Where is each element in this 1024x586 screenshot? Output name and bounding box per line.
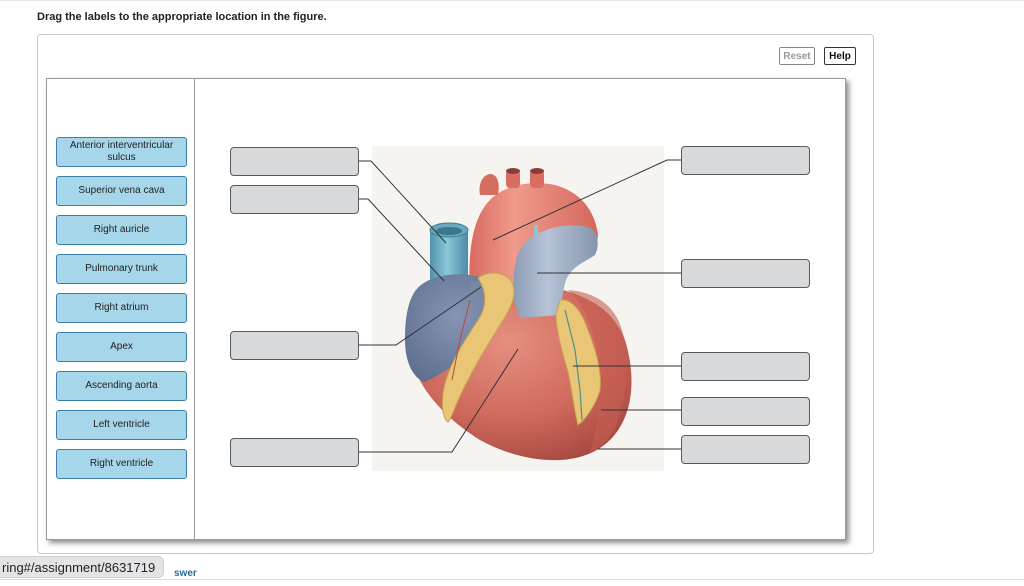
- label-pulmonary-trunk[interactable]: Pulmonary trunk: [56, 254, 187, 284]
- top-divider: [0, 0, 1024, 1]
- answer-link-partial[interactable]: swer: [174, 569, 197, 579]
- heart-figure: [372, 146, 664, 471]
- label-superior-vena-cava[interactable]: Superior vena cava: [56, 176, 187, 206]
- drop-target-right-4[interactable]: [681, 397, 810, 426]
- label-right-auricle[interactable]: Right auricle: [56, 215, 187, 245]
- status-url-tooltip: ring#/assignment/8631719: [0, 556, 165, 578]
- instructions-text: Drag the labels to the appropriate locat…: [37, 11, 327, 23]
- label-anterior-interventricular-sulcus[interactable]: Anterior interventricular sulcus: [56, 137, 187, 167]
- reset-button[interactable]: Reset: [779, 47, 815, 65]
- drop-target-right-5[interactable]: [681, 435, 810, 464]
- label-apex[interactable]: Apex: [56, 332, 187, 362]
- drop-target-right-1[interactable]: [681, 146, 810, 175]
- label-ascending-aorta[interactable]: Ascending aorta: [56, 371, 187, 401]
- label-left-ventricle[interactable]: Left ventricle: [56, 410, 187, 440]
- label-bank: Anterior interventricular sulcus Superio…: [47, 79, 195, 539]
- drop-target-left-3[interactable]: [230, 331, 359, 360]
- drop-target-right-3[interactable]: [681, 352, 810, 381]
- drop-target-left-4[interactable]: [230, 438, 359, 467]
- bottom-divider: [0, 579, 1024, 580]
- drop-target-left-1[interactable]: [230, 147, 359, 176]
- drop-target-left-2[interactable]: [230, 185, 359, 214]
- help-button[interactable]: Help: [824, 47, 856, 65]
- drop-target-right-2[interactable]: [681, 259, 810, 288]
- label-right-atrium[interactable]: Right atrium: [56, 293, 187, 323]
- label-right-ventricle[interactable]: Right ventricle: [56, 449, 187, 479]
